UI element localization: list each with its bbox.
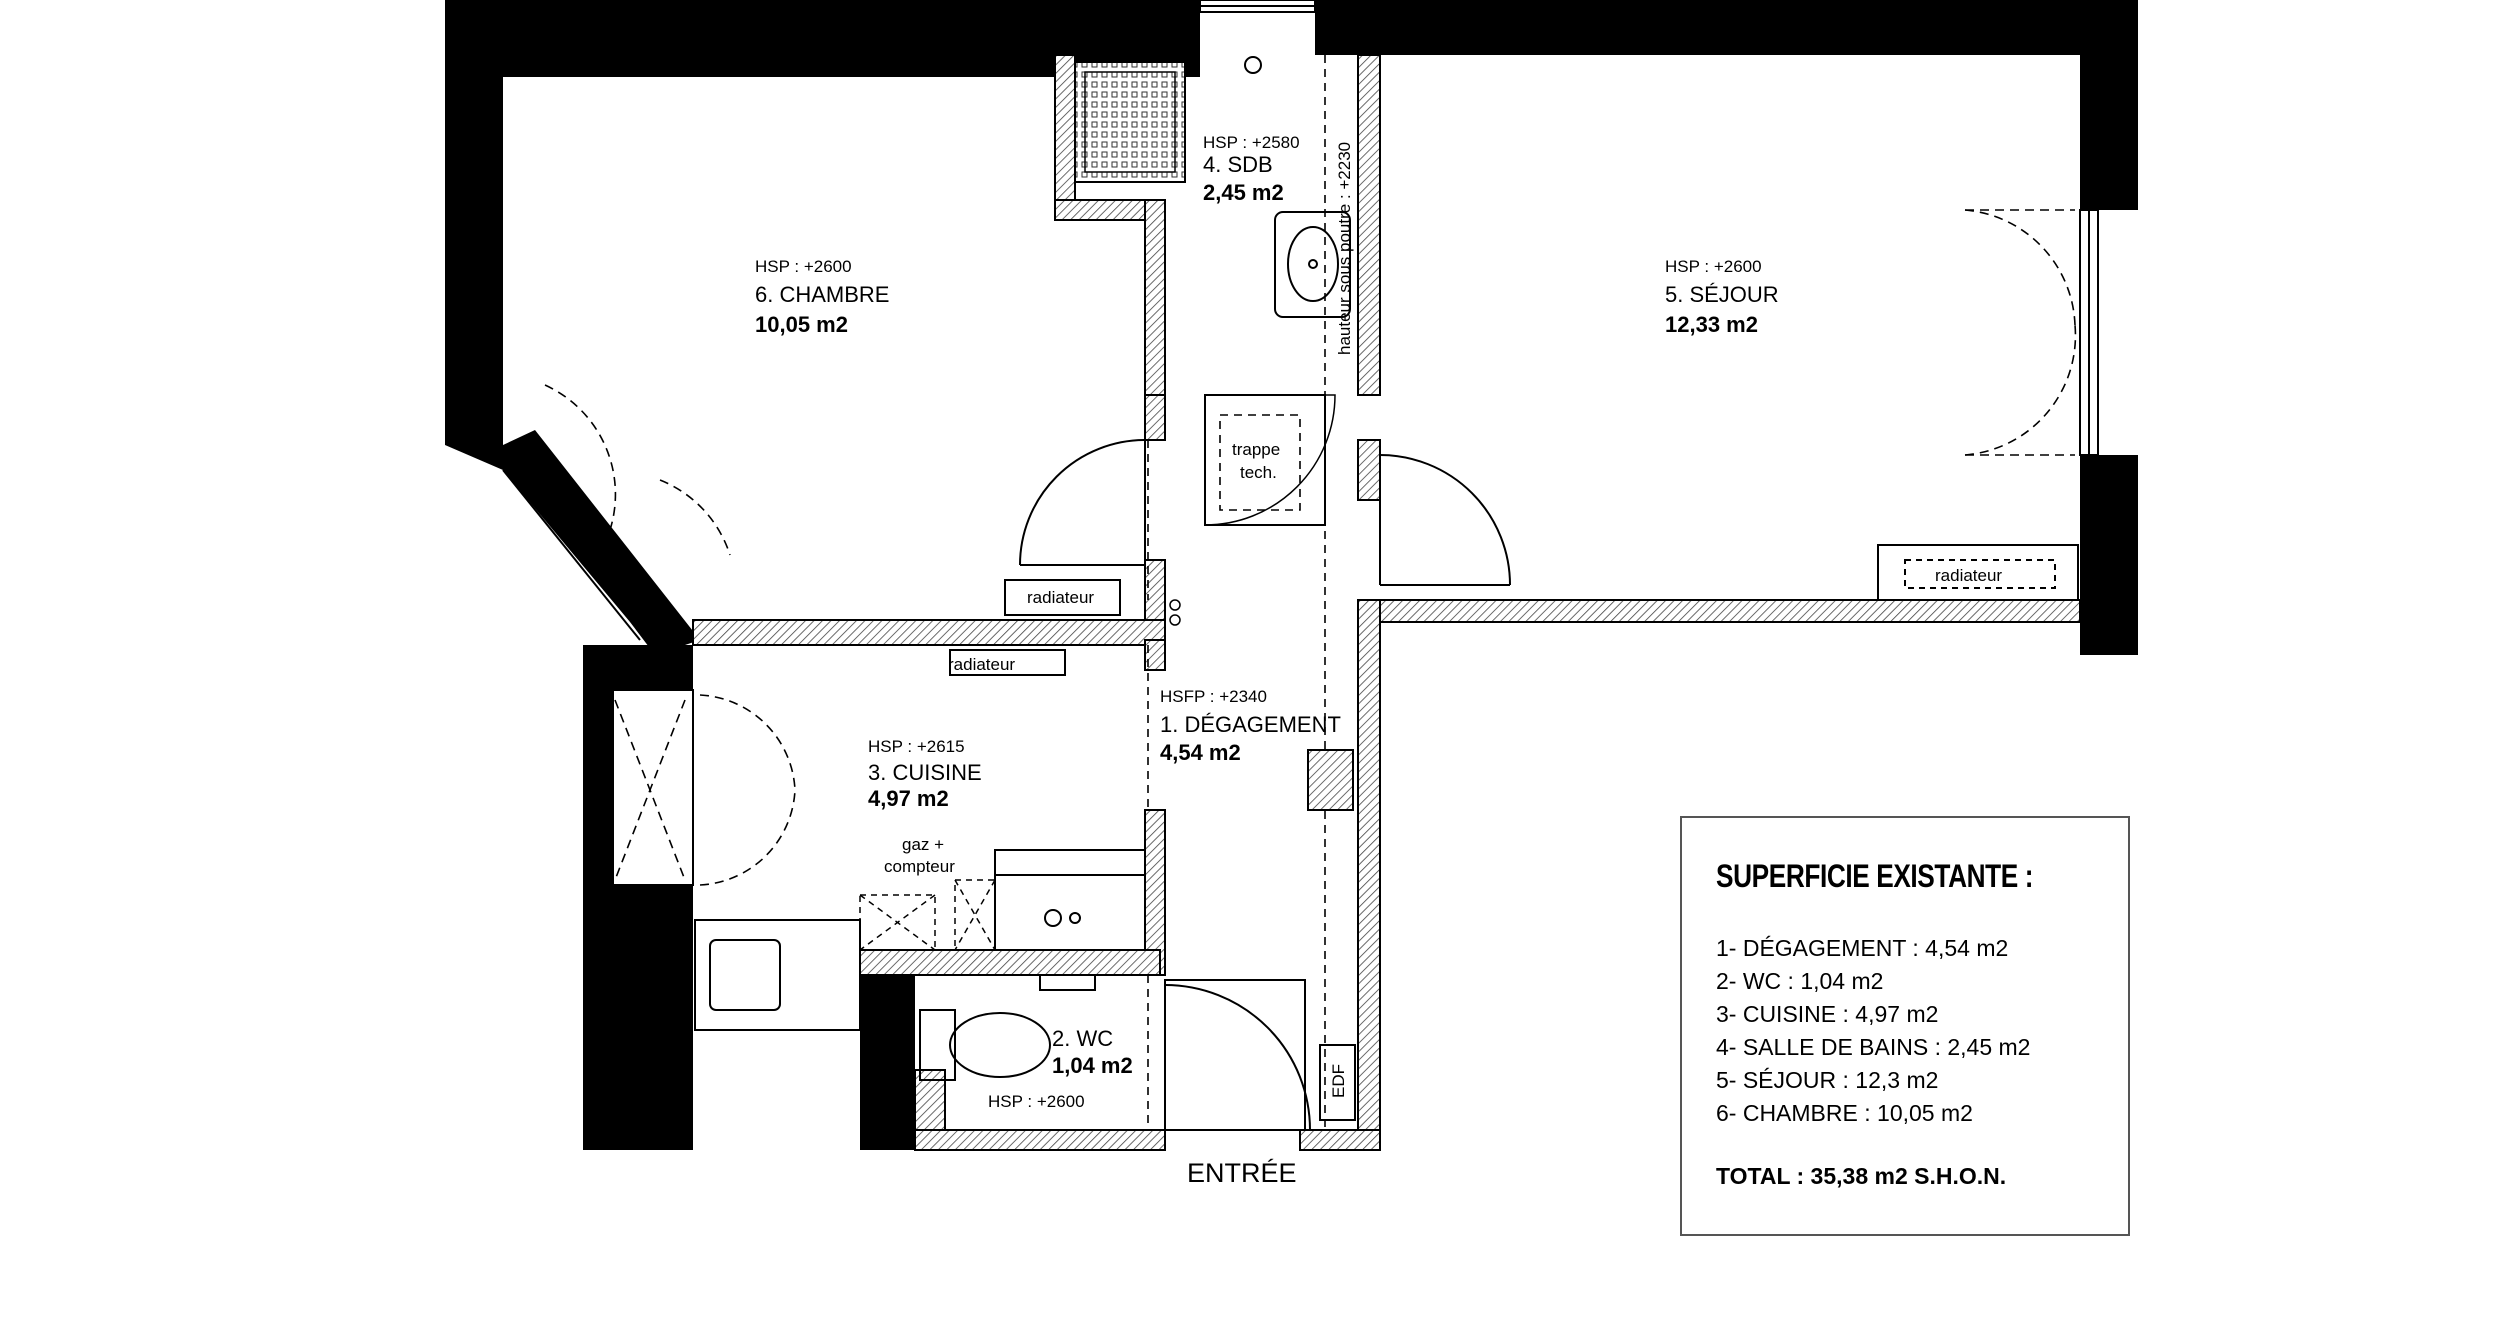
- wc-area: 1,04 m2: [1052, 1053, 1133, 1078]
- sejour-hsp: HSP : +2600: [1665, 257, 1762, 276]
- legend-item: 1- DÉGAGEMENT : 4,54 m2: [1716, 935, 2009, 961]
- shower-tray: [1074, 61, 1186, 183]
- radiateur-sejour-label: radiateur: [1935, 566, 2002, 585]
- radiators: [949, 544, 2079, 676]
- top-window: [1199, 0, 1316, 13]
- cuisine-gaz-line1: gaz +: [902, 835, 944, 854]
- chambre-window: [544, 384, 731, 556]
- trappe-label-2: tech.: [1240, 463, 1277, 482]
- cuisine-name: 3. CUISINE: [868, 760, 982, 785]
- chambre-hsp: HSP : +2600: [755, 257, 852, 276]
- legend-item: 4- SALLE DE BAINS : 2,45 m2: [1716, 1034, 2031, 1060]
- sejour-area: 12,33 m2: [1665, 312, 1758, 337]
- trappe-label-1: trappe: [1232, 440, 1280, 459]
- entrance-label: ENTRÉE: [1187, 1158, 1297, 1188]
- chambre-name: 6. CHAMBRE: [755, 282, 889, 307]
- legend-title: SUPERFICIE EXISTANTE :: [1716, 858, 2034, 894]
- exterior-walls: [445, 0, 2138, 1150]
- room-wc: 2. WC 1,04 m2 HSP : +2600: [988, 1026, 1133, 1111]
- wc-hsp: HSP : +2600: [988, 1092, 1085, 1111]
- sdb-beam-note: hauteur sous poutre : +2230: [1335, 142, 1354, 355]
- partition-walls: [692, 54, 2081, 1151]
- room-sdb: HSP : +2580 4. SDB 2,45 m2 hauteur sous …: [1203, 133, 1354, 355]
- legend-item: 2- WC : 1,04 m2: [1716, 968, 1884, 994]
- degagement-name: 1. DÉGAGEMENT: [1160, 712, 1341, 737]
- room-cuisine: HSP : +2615 3. CUISINE 4,97 m2 gaz + com…: [868, 737, 982, 876]
- chambre-window-frame: [502, 454, 656, 641]
- gaz-meter: [859, 879, 996, 951]
- cuisine-gaz-line2: compteur: [884, 857, 955, 876]
- kitchen-sink: [694, 874, 1146, 1031]
- legend-total: TOTAL : 35,38 m2 S.H.O.N.: [1716, 1163, 2007, 1189]
- chambre-area: 10,05 m2: [755, 312, 848, 337]
- wc-name: 2. WC: [1052, 1026, 1113, 1051]
- cuisine-window: [614, 694, 796, 886]
- legend-item: 3- CUISINE : 4,97 m2: [1716, 1001, 1939, 1027]
- sejour-name: 5. SÉJOUR: [1665, 282, 1779, 307]
- wc-shelf: [1039, 974, 1096, 991]
- sejour-window: [1964, 209, 2077, 456]
- cuisine-window-frame: [612, 689, 694, 886]
- sdb-hsp: HSP : +2580: [1203, 133, 1300, 152]
- trappe-tech: [1204, 394, 1336, 526]
- edf-box: [1319, 1044, 1356, 1121]
- area-legend: SUPERFICIE EXISTANTE : 1- DÉGAGEMENT : 4…: [1680, 816, 2130, 1236]
- room-degagement: HSFP : +2340 1. DÉGAGEMENT 4,54 m2: [1160, 687, 1341, 765]
- room-chambre: HSP : +2600 6. CHAMBRE 10,05 m2: [755, 257, 889, 337]
- column: [1307, 749, 1354, 811]
- washbasin: [1274, 211, 1351, 318]
- sdb-area: 2,45 m2: [1203, 180, 1284, 205]
- cuisine-wall-box: [994, 849, 1146, 876]
- radiateur-cuisine-label: radiateur: [948, 655, 1015, 674]
- legend-item: 6- CHAMBRE : 10,05 m2: [1716, 1100, 1973, 1126]
- dashed-guides: [1147, 55, 1326, 1130]
- sdb-name: 4. SDB: [1203, 152, 1273, 177]
- sejour-window-frame: [2079, 209, 2099, 456]
- door-swings: [1019, 439, 1511, 1131]
- toilet: [919, 1009, 1051, 1081]
- room-sejour: HSP : +2600 5. SÉJOUR 12,33 m2: [1665, 257, 1779, 337]
- cuisine-area: 4,97 m2: [868, 786, 949, 811]
- radiator-valves: [1169, 599, 1181, 626]
- radiateur-chambre-label: radiateur: [1027, 588, 1094, 607]
- degagement-hsp: HSFP : +2340: [1160, 687, 1267, 706]
- cuisine-hsp: HSP : +2615: [868, 737, 965, 756]
- degagement-area: 4,54 m2: [1160, 740, 1241, 765]
- drain-icon: [1244, 56, 1262, 74]
- legend-item: 5- SÉJOUR : 12,3 m2: [1716, 1067, 1939, 1093]
- edf-label: EDF: [1329, 1064, 1348, 1098]
